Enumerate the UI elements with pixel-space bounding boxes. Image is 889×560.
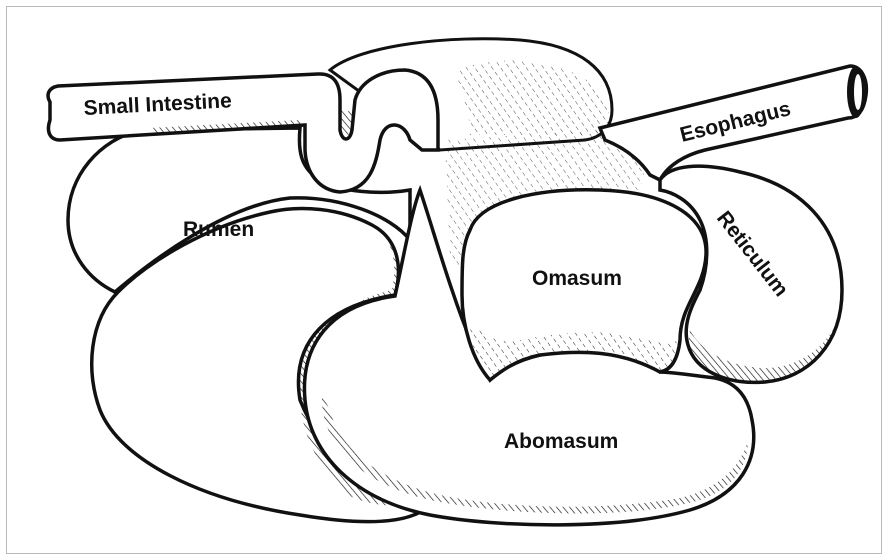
label-omasum: Omasum [532,267,622,290]
label-rumen: Rumen [183,218,254,241]
esophagus-opening-inner [854,74,862,110]
label-abomasum: Abomasum [504,430,618,453]
